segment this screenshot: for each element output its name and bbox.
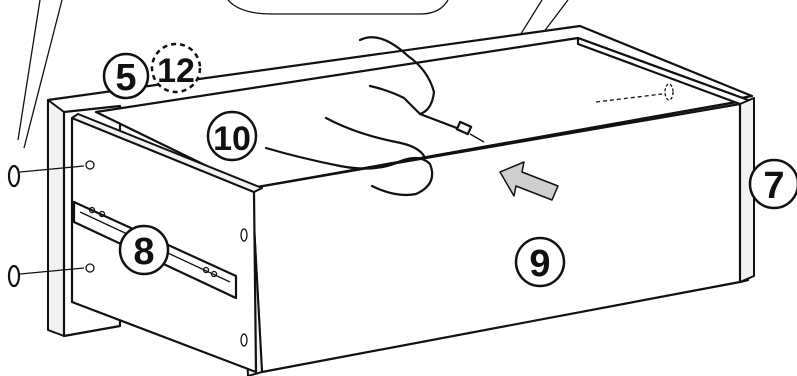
part-label-left-side-panel: 8 — [120, 226, 168, 274]
svg-text:8: 8 — [133, 231, 154, 273]
svg-text:7: 7 — [763, 165, 784, 207]
svg-text:5: 5 — [115, 57, 136, 99]
svg-text:12: 12 — [157, 52, 195, 90]
part-label-front-panel: 9 — [516, 238, 564, 286]
part-label-rear-panel: 5 — [104, 54, 148, 99]
part-label-dashed-part: 12 — [152, 44, 200, 92]
part-label-bottom-panel: 10 — [208, 112, 256, 160]
part-label-right-side-panel: 7 — [750, 160, 797, 208]
svg-text:10: 10 — [213, 120, 251, 158]
svg-text:9: 9 — [529, 243, 550, 285]
